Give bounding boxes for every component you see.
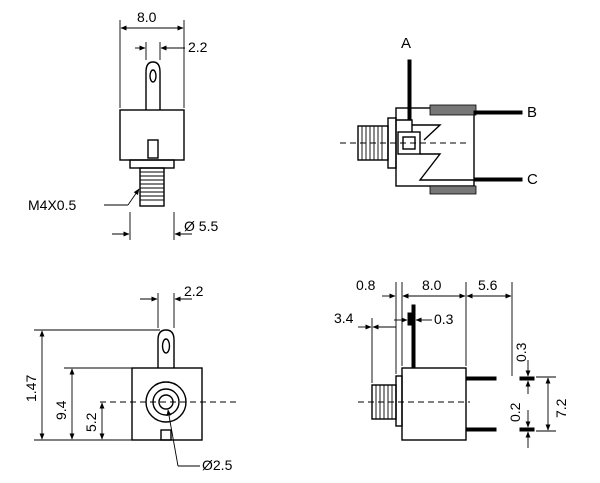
top-right-view: A B C — [340, 35, 538, 195]
dim-08-text: 0.8 — [356, 277, 376, 293]
dim-72-text: 7.2 — [553, 398, 569, 418]
front-body — [131, 367, 203, 441]
terminal-c-label: C — [527, 171, 538, 188]
mount-flange — [129, 159, 175, 169]
terminal-a-label: A — [401, 35, 411, 52]
bottom-right-view: 0.8 8.0 5.6 3.4 0.3 0.3 0.2 7.2 — [334, 277, 569, 448]
jack-hole — [158, 394, 174, 410]
terminal-lug — [145, 61, 161, 110]
nose-thread-lines — [361, 126, 383, 160]
dim-03-right-text: 0.3 — [513, 342, 529, 362]
dim-terminal-text: 2.2 — [184, 283, 204, 299]
jack-outer-ring — [145, 381, 187, 423]
side-top-terminal-tab — [407, 312, 412, 326]
bottom-plate — [429, 185, 477, 195]
side-top-terminal — [411, 304, 416, 369]
lower-contact — [418, 153, 474, 181]
top-left-view: 8.0 2.2 M4X0.5 Ø 5.5 — [28, 9, 218, 240]
dim-03-top-text: 0.3 — [434, 311, 454, 327]
spring-contact — [412, 124, 442, 141]
terminal-b-label: B — [527, 104, 537, 121]
dim-80-text: 8.0 — [422, 277, 442, 293]
top-plate — [429, 104, 477, 116]
dim-total-height-text: 1.47 — [23, 375, 39, 402]
terminal-b-pin — [473, 110, 523, 115]
dim-center-height-text: 5.2 — [83, 412, 99, 432]
contact-core — [402, 136, 416, 150]
front-bottom-pin — [160, 429, 172, 441]
contact-block — [397, 131, 421, 155]
terminal-c-pin — [473, 177, 523, 182]
lug-hole — [149, 69, 157, 83]
terminal-a-pin — [407, 59, 412, 121]
jack-body — [119, 109, 185, 161]
jack-middle-ring — [152, 388, 180, 416]
dim-02-text: 0.2 — [507, 402, 523, 422]
upper-link — [396, 119, 413, 132]
dim-56-text: 5.6 — [478, 277, 498, 293]
bottom-left-view: 2.2 1.47 9.4 5.2 Ø2.5 — [23, 283, 240, 473]
dim-hole-text: Ø2.5 — [202, 457, 233, 473]
side-body — [401, 367, 467, 441]
side-pin-lower — [465, 427, 497, 432]
inner-post — [147, 139, 159, 159]
front-lug-hole — [161, 338, 171, 354]
dim-width-text: 8.0 — [137, 9, 157, 25]
front-terminal-lug — [157, 329, 175, 368]
side-pin-upper — [465, 376, 497, 381]
dim-diameter-text: Ø 5.5 — [184, 218, 218, 234]
thread-label: M4X0.5 — [28, 197, 76, 213]
side-pin-lower-end — [519, 427, 535, 432]
dim-body-height-text: 9.4 — [53, 400, 69, 420]
thread-lines — [140, 171, 164, 201]
dim-34-text: 3.4 — [334, 310, 354, 326]
threaded-bushing — [139, 167, 165, 207]
side-flange — [395, 375, 403, 427]
dim-terminal-text: 2.2 — [188, 39, 208, 55]
side-nose-thread-lines — [375, 385, 393, 419]
